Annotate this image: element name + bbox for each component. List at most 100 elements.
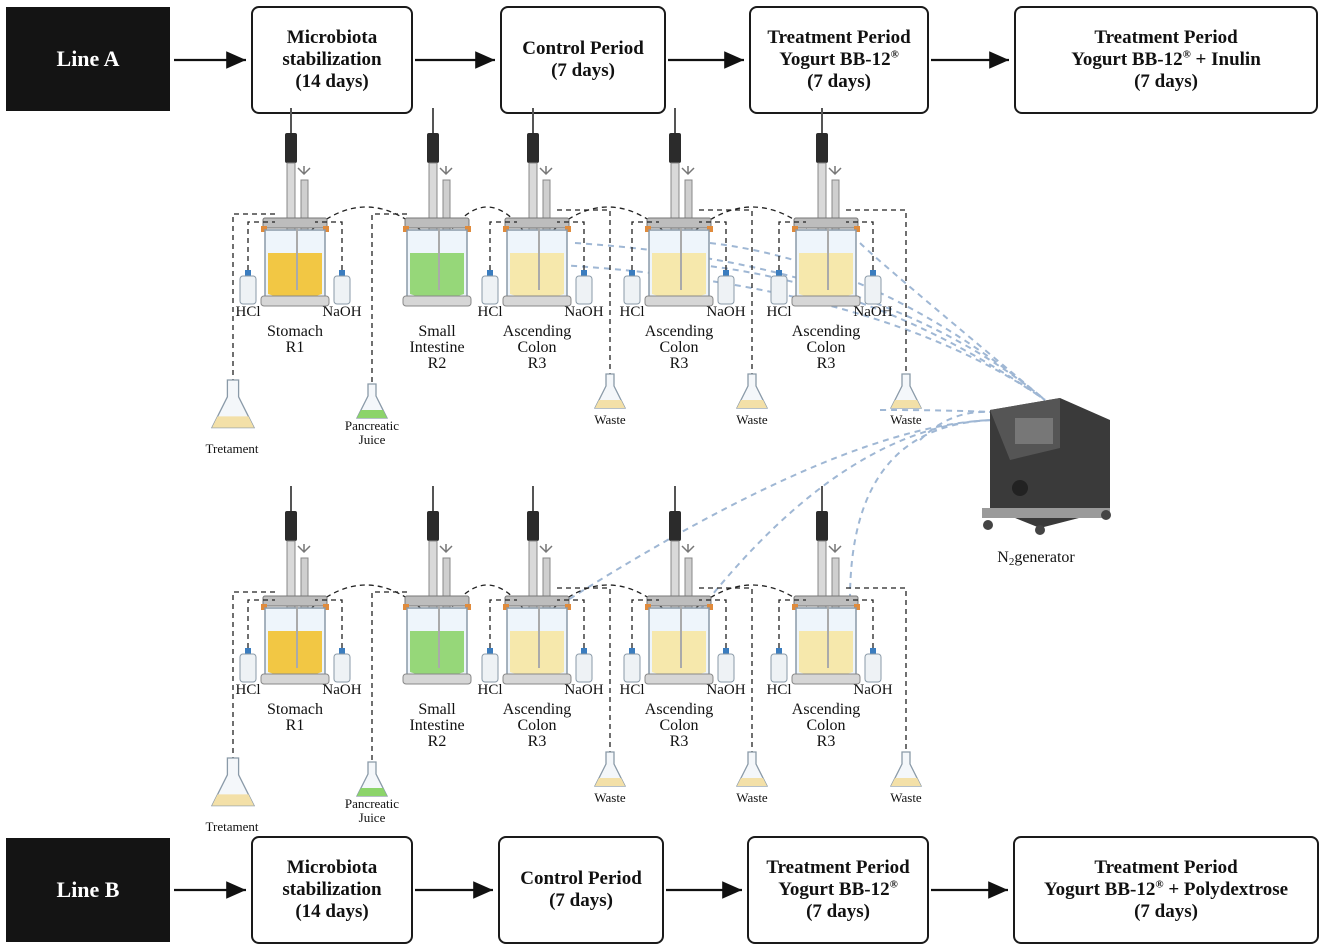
dosing-line [846,221,874,270]
naoh-bottle [333,648,351,683]
reactor-label: Small [418,701,456,718]
pancreatic-label: Juice [359,810,386,825]
vessel-base [644,295,714,307]
treatment-label: Tretament [206,441,259,456]
step-line2: stabilization [282,49,382,70]
vessel-lid [646,595,712,607]
vessel-liquid [268,253,322,299]
flask-liquid [891,400,921,408]
waste-line [846,587,907,752]
bottle-cap [723,270,729,276]
flask-liquid [357,410,387,418]
probe-head [285,133,297,163]
naoh-bottle [575,270,593,305]
probe-head [669,511,681,541]
stirrer-icon [539,166,553,176]
flask-liquid [595,400,625,408]
stirrer-icon [439,544,453,554]
bottle-cap [339,648,345,654]
line-b-step-treatment-yogurt: Treatment Period Yogurt BB-12® (7 days) [747,836,929,944]
stirrer-icon [681,166,695,176]
waste-label: Waste [890,412,922,427]
waste-flask [593,751,627,787]
bottle-body [864,275,882,305]
probe-head [527,133,539,163]
bottle-cap [776,648,782,654]
bottle-body [575,275,593,305]
lid-clip [503,604,509,610]
dosing-line [699,599,727,648]
vessel-liquid [652,253,706,299]
waste-flask [735,373,769,409]
reactor [644,486,714,685]
step-line2: (7 days) [551,60,615,81]
probe-head [427,133,439,163]
naoh-label: NaOH [322,304,361,320]
bottle-cap [870,270,876,276]
waste-label: Waste [890,790,922,805]
hcl-label: HCl [619,304,644,320]
lid-clip [403,604,409,610]
step-line2: stabilization [282,879,382,900]
vessel-base [644,673,714,685]
step-line1: Treatment Period [767,27,911,48]
reactor-label: Colon [659,717,698,734]
lid-clip [503,226,509,232]
lid-clip [565,226,571,232]
lid-clip [465,604,471,610]
hcl-bottle [623,648,641,683]
waste-line [557,587,611,752]
stirrer-icon [828,166,842,176]
wheel-icon [1035,525,1045,535]
reactor-label: Ascending [645,323,713,340]
reactor-label: R1 [286,339,305,356]
vessel-base [260,673,330,685]
vessel-base [791,673,861,685]
bottle-body [575,653,593,683]
probe-head [285,511,297,541]
dosing-line [631,221,659,270]
reactor-label: Stomach [267,701,323,718]
vessel-base [260,295,330,307]
vessel-lid [262,595,328,607]
waste-label: Waste [594,412,626,427]
feed-line [371,591,407,762]
vessel-base [502,295,572,307]
naoh-bottle [717,648,735,683]
lid-clip [465,226,471,232]
bottle-cap [487,270,493,276]
bottle-cap [776,270,782,276]
n2-line [559,419,1001,606]
bottle-body [481,275,499,305]
generator-cart [982,508,1110,518]
waste-flask [593,373,627,409]
generator-display [1015,418,1053,444]
dosing-line [631,599,659,648]
step-line2: Yogurt BB-12® + Inulin [1071,48,1261,70]
hcl-label: HCl [235,304,260,320]
stirrer-icon [681,544,695,554]
dosing-line [315,221,343,270]
probe-head [816,133,828,163]
reactor-label: R3 [528,355,547,372]
flask-liquid [891,778,921,786]
reactor [402,108,472,307]
reactor-label: R3 [528,733,547,750]
wheel-icon [983,520,993,530]
waste-label: Waste [736,790,768,805]
hcl-label: HCl [766,682,791,698]
line-a-step-control: Control Period (7 days) [500,6,666,114]
step-line1: Microbiota [286,857,378,878]
reactor-label: Colon [517,717,556,734]
bottle-cap [245,648,251,654]
stirrer-icon [539,544,553,554]
flask-liquid [737,400,767,408]
bottle-body [333,653,351,683]
line-a-badge: Line A [6,7,170,111]
step-line1: Treatment Period [766,857,910,878]
line-a-step-stabilization: Microbiota stabilization (14 days) [251,6,413,114]
vessel-liquid [510,253,564,299]
